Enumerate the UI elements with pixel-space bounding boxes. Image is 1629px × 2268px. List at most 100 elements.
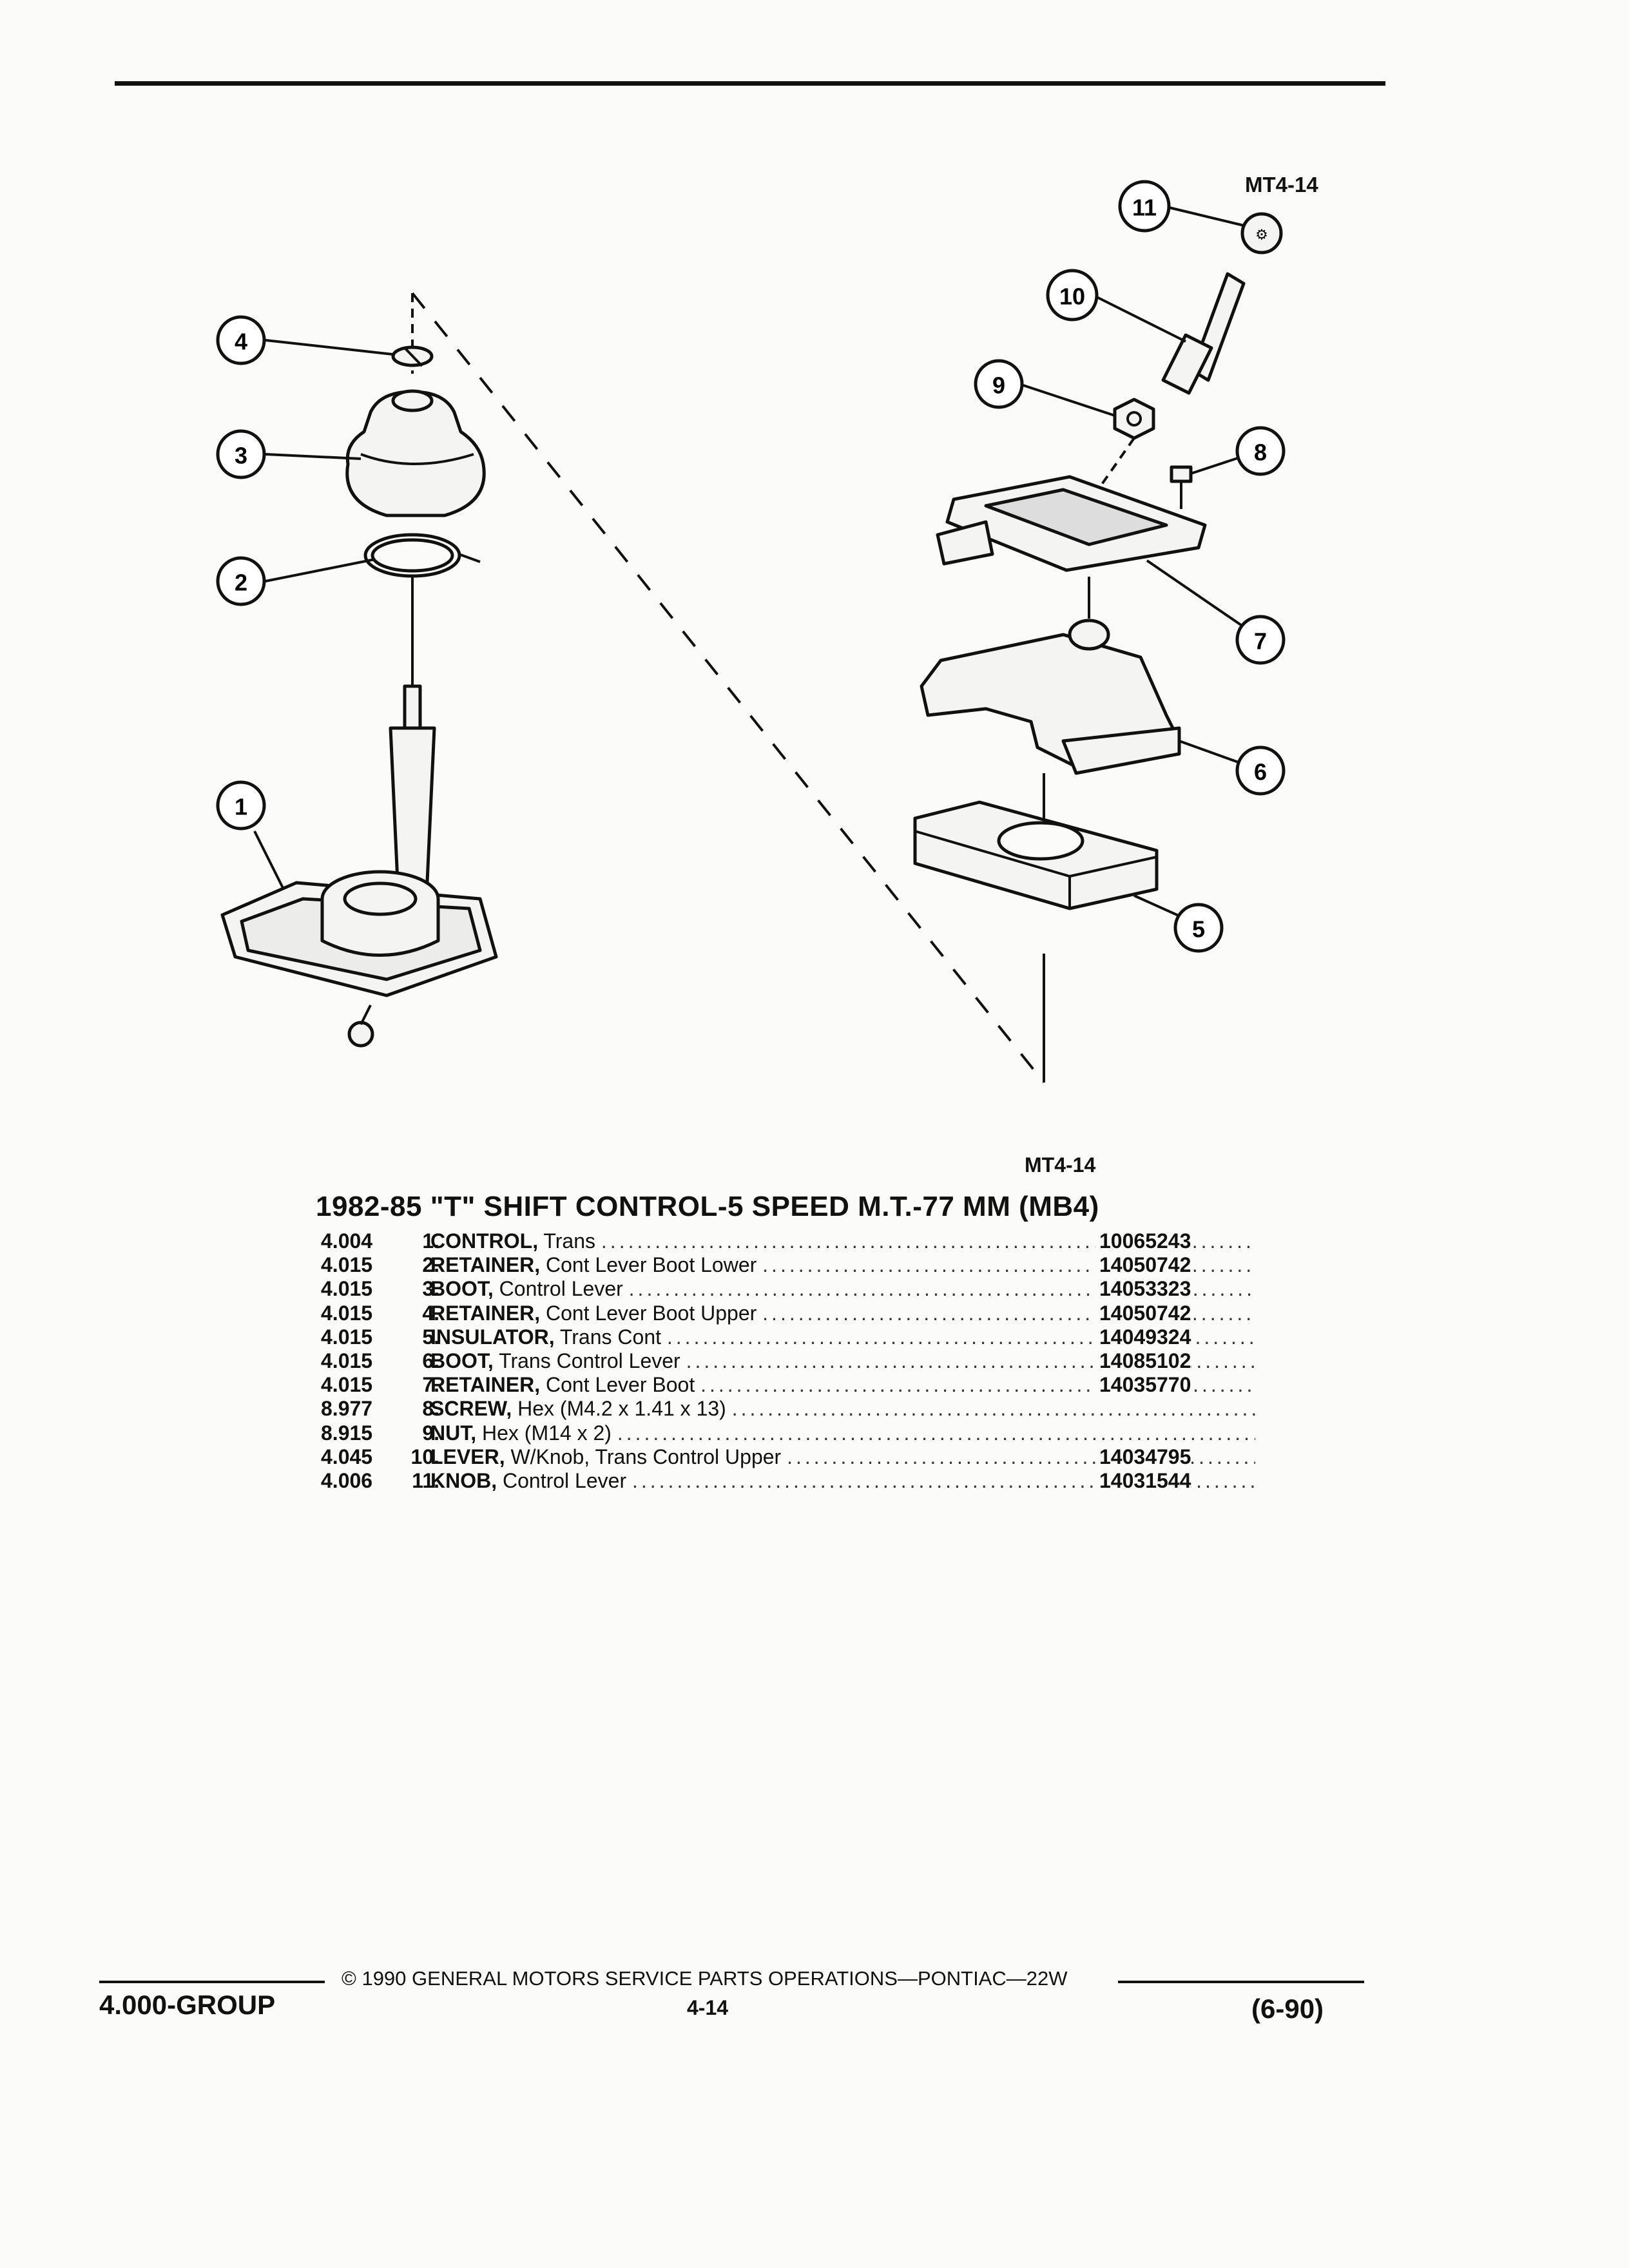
part-detail: Control Lever [499,1277,623,1301]
part-number: 10065243 [1095,1229,1191,1253]
group-number: 4.004 [321,1229,373,1253]
part-number: 14049324 [1095,1325,1191,1349]
item-number: 1. [422,1229,439,1253]
part-detail: Cont Lever Boot [545,1373,695,1397]
retainer-lower-drawing [363,533,481,578]
part-name: CONTROL, [430,1229,539,1253]
revision-date: (6-90) [1251,1994,1324,2024]
item-number: 10. [410,1445,439,1468]
part-name: SCREW, [430,1397,512,1421]
item-number: 8. [422,1397,439,1421]
callout-1: 1 [216,780,266,831]
footer-rule-right [1118,1981,1364,1983]
group-number: 4.015 [321,1325,373,1349]
group-label: 4.000-GROUP [99,1990,276,2020]
part-detail: Cont Lever Boot Lower [545,1253,757,1277]
part-number: 14053323 [1095,1277,1191,1302]
part-number: 14031544 [1095,1468,1191,1493]
callout-1-label: 1 [235,794,247,820]
callout-3: 3 [216,429,266,479]
figure-id-bottom: MT4-14 [1025,1153,1096,1177]
callout-8-label: 8 [1254,439,1267,466]
callout-7: 7 [1235,615,1286,665]
callout-2: 2 [216,556,266,606]
item-number: 5. [422,1325,439,1349]
split-line [411,292,1045,1084]
callout-7-label: 7 [1254,628,1267,655]
callout-11-label: 11 [1132,195,1157,221]
item-number: 11. [412,1468,439,1492]
part-description: SCREW, Hex (M4.2 x 1.41 x 13) ..........… [430,1397,1255,1421]
part-name: RETAINER, [430,1373,541,1397]
parts-list: 1. 4.004 CONTROL, Trans ..................… [187,1229,1255,1493]
callout-9-label: 9 [992,372,1005,399]
trans-boot-drawing [920,619,1181,775]
group-number: 4.015 [321,1301,373,1325]
leader-dots: ........................................… [617,1421,1255,1445]
callout-6: 6 [1235,745,1286,796]
item-number: 6. [422,1349,439,1372]
part-detail: Hex (M14 x 2) [482,1421,612,1445]
callout-5: 5 [1173,903,1224,953]
callout-2-label: 2 [235,570,247,596]
callout-4-label: 4 [235,329,247,355]
parts-row: 8. 8.977 SCREW, Hex (M4.2 x 1.41 x 13) ...… [187,1397,1255,1421]
part-detail: Trans Cont [559,1325,661,1349]
part-description: NUT, Hex (M14 x 2) .....................… [430,1421,1255,1445]
group-number: 4.006 [321,1468,373,1492]
part-name: BOOT, [430,1349,494,1372]
part-name: RETAINER, [430,1253,541,1277]
part-name: NUT, [430,1421,477,1445]
part-number: 14050742 [1095,1301,1191,1325]
callout-10-label: 10 [1059,284,1085,310]
part-detail: Hex (M4.2 x 1.41 x 13) [517,1397,726,1421]
callout-11: 11 [1118,180,1171,233]
group-number: 4.015 [321,1277,373,1301]
part-detail: W/Knob, Trans Control Upper [510,1445,782,1468]
callout-10: 10 [1046,269,1099,322]
group-number: 8.977 [321,1397,373,1421]
svg-text:⚙: ⚙ [1255,227,1268,243]
group-number: 4.015 [321,1373,373,1397]
part-name: INSULATOR, [430,1325,555,1349]
retainer-plate-drawing [936,475,1207,572]
boot-drawing [345,389,486,517]
part-detail: Trans [543,1229,596,1253]
callout-5-label: 5 [1192,916,1205,943]
item-number: 4. [422,1301,439,1325]
nut-drawing [1113,398,1155,440]
item-number: 7. [422,1373,439,1397]
group-number: 4.015 [321,1349,373,1372]
callout-8: 8 [1235,426,1286,476]
group-number: 8.915 [321,1421,373,1445]
parts-row: 10. 4.045 LEVER, W/Knob, Trans Control Upp… [187,1445,1255,1469]
page-number: 4-14 [687,1996,729,2019]
parts-list-title: 1982-85 "T" SHIFT CONTROL-5 SPEED M.T.-7… [316,1191,1099,1222]
part-detail: Control Lever [503,1468,627,1492]
figure-id-top: MT4-14 [1245,173,1318,197]
part-name: LEVER, [430,1445,505,1468]
exploded-parts-illustration: ⚙ [216,180,1286,1084]
group-number: 4.015 [321,1253,373,1277]
item-number: 3. [422,1277,439,1301]
part-number: 14085102 [1095,1349,1191,1373]
lever-drawing [1161,272,1246,395]
part-name: BOOT, [430,1277,494,1301]
screw-drawing [1170,465,1193,509]
part-number: 14034795 [1095,1445,1191,1469]
part-number: 14035770 [1095,1373,1191,1398]
part-detail: Trans Control Lever [499,1349,680,1372]
part-detail: Cont Lever Boot Upper [545,1301,757,1325]
part-number: 14050742 [1095,1253,1191,1278]
callout-9: 9 [974,359,1024,409]
callout-3-label: 3 [235,443,247,469]
group-number: 4.045 [321,1445,373,1468]
knob-drawing: ⚙ [1240,212,1283,255]
